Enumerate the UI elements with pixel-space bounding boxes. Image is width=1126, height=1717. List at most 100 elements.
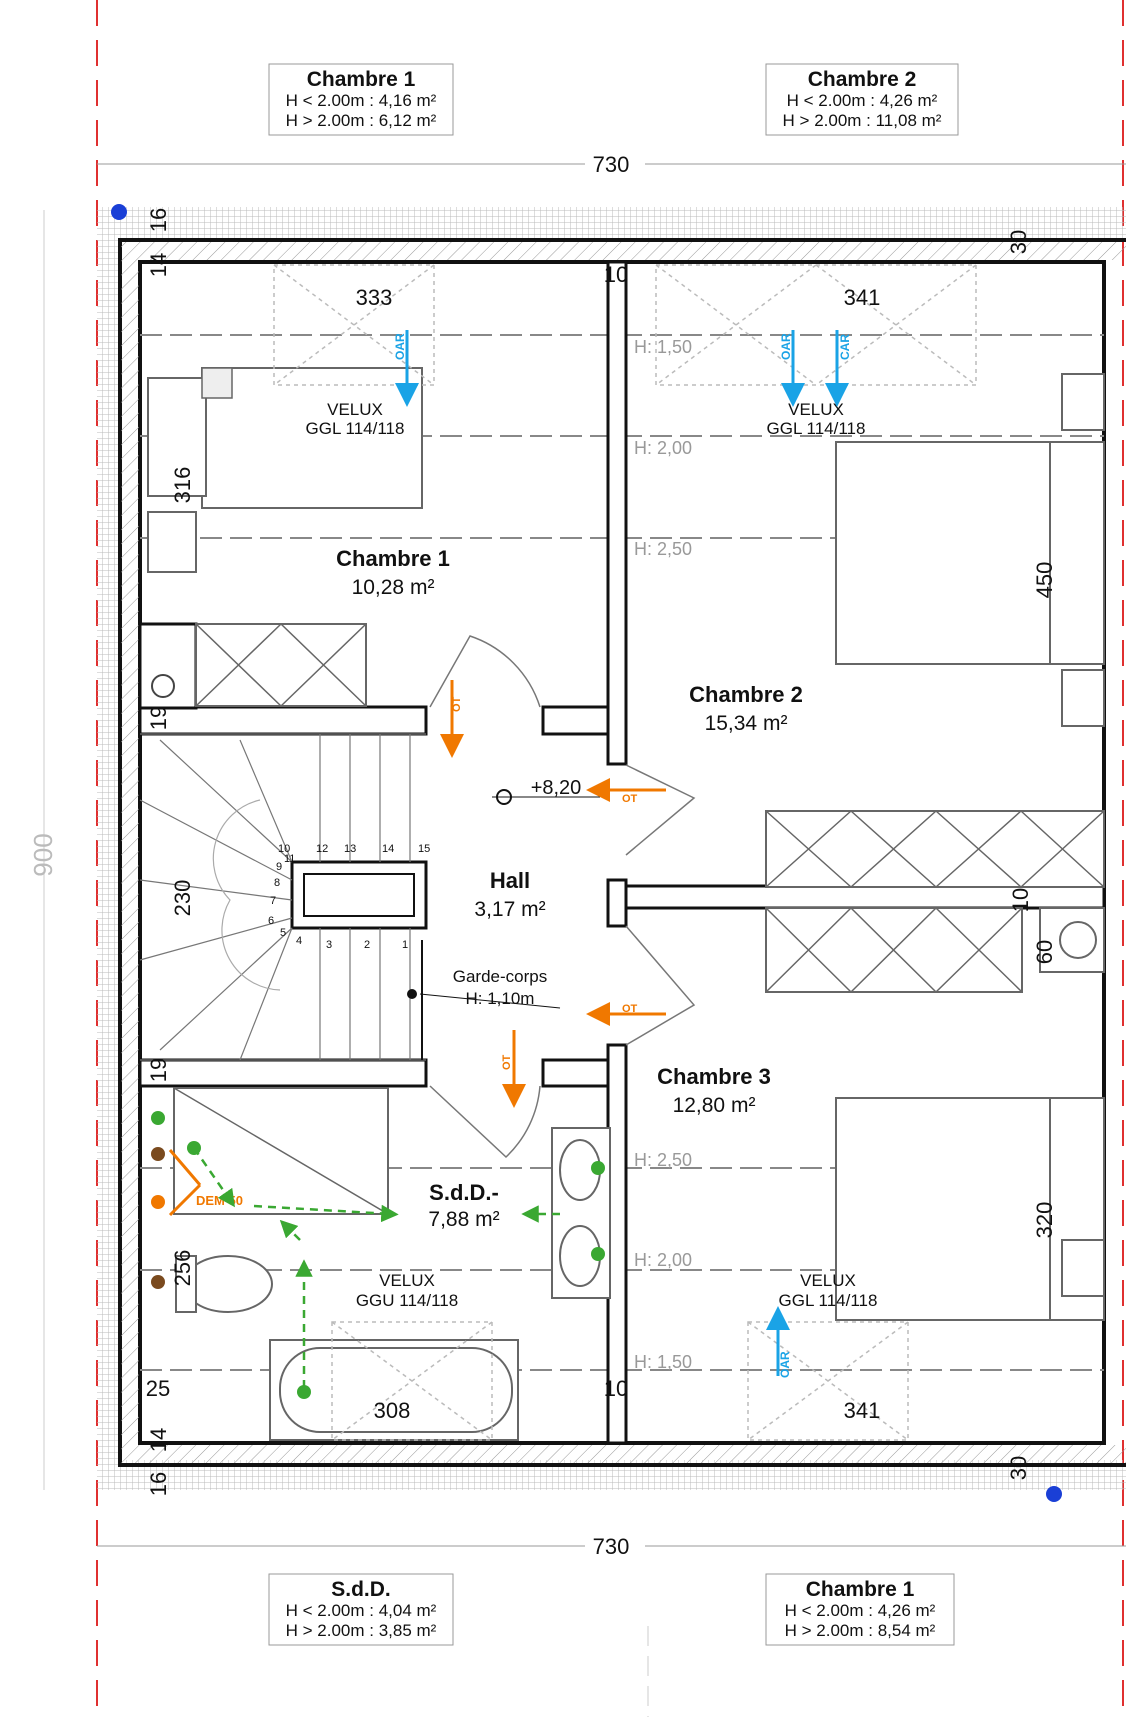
dim-wall-25: 25 (146, 1376, 170, 1401)
bed-chambre-2 (835, 373, 1105, 727)
plumbing-green (192, 1147, 560, 1388)
ot-label-1: OT (451, 696, 463, 712)
velux-2-name: VELUX (788, 400, 844, 419)
dim-top-16: 16 (146, 208, 171, 232)
svg-text:S.d.D.: S.d.D. (331, 1578, 391, 1601)
svg-text:10: 10 (278, 843, 290, 855)
height-label-150-top: H: 1,50 (634, 337, 692, 357)
height-label-200-top: H: 2,00 (634, 438, 692, 458)
svg-text:6: 6 (268, 915, 274, 927)
svg-text:4: 4 (296, 935, 302, 947)
svg-text:H < 2.00m : 4,26 m²: H < 2.00m : 4,26 m² (787, 91, 938, 110)
dim-wall-bot-10: 10 (604, 1376, 628, 1401)
room-name-sdd: S.d.D.- (429, 1180, 499, 1205)
room-area-sdd: 7,88 m² (428, 1208, 499, 1231)
dem-label: DEM 50 (196, 1193, 243, 1208)
dim-c2-width: 341 (844, 285, 881, 310)
survey-marker-top (111, 204, 127, 220)
garde-corps-label: Garde-corps (453, 967, 547, 986)
dim-stair-depth: 230 (170, 880, 195, 917)
svg-text:H < 2.00m : 4,26 m²: H < 2.00m : 4,26 m² (785, 1601, 936, 1620)
ot-label-2: OT (622, 793, 638, 805)
dim-closet-60: 60 (1032, 940, 1057, 964)
velux-3-name: VELUX (379, 1271, 435, 1290)
dim-bottom-14: 14 (146, 1428, 171, 1452)
bed-chambre-3 (835, 1097, 1105, 1321)
room-area-chambre-3: 12,80 m² (673, 1094, 756, 1117)
bed-chambre-1 (147, 367, 423, 509)
dim-sdd-width: 308 (374, 1398, 411, 1423)
svg-text:9: 9 (276, 861, 282, 873)
svg-text:11: 11 (284, 853, 295, 865)
staircase (139, 733, 428, 1061)
height-label-250-top: H: 2,50 (634, 539, 692, 559)
orange-ot-arrows (168, 680, 666, 1217)
svg-text:14: 14 (382, 843, 394, 855)
velux-outlines (273, 264, 977, 1441)
svg-text:15: 15 (418, 843, 430, 855)
dim-top-30: 30 (1006, 230, 1031, 254)
ot-label-4: OT (501, 1054, 513, 1070)
desk-chambre-1 (147, 511, 197, 573)
dim-c3-width: 341 (844, 1398, 881, 1423)
inner-wall-hatch-left (121, 242, 139, 1463)
svg-text:5: 5 (280, 927, 286, 939)
boiler-icon (1059, 921, 1097, 959)
svg-text:H > 2.00m : 11,08 m²: H > 2.00m : 11,08 m² (783, 111, 942, 130)
wardrobe-chambre-3 (765, 907, 1023, 993)
svg-text:Chambre 1: Chambre 1 (806, 1578, 915, 1601)
svg-text:2: 2 (364, 939, 370, 951)
svg-text:H < 2.00m : 4,16 m²: H < 2.00m : 4,16 m² (286, 91, 437, 110)
wardrobe-chambre-2 (765, 810, 1105, 888)
bottom-area-box-2: Chambre 1 H < 2.00m : 4,26 m² H > 2.00m … (765, 1573, 955, 1646)
svg-text:8: 8 (274, 877, 280, 889)
doors (429, 635, 696, 1159)
room-name-hall: Hall (490, 868, 530, 893)
room-area-chambre-2: 15,34 m² (705, 712, 788, 735)
blue-air-arrows (395, 330, 849, 1376)
level-height: +8,20 (531, 777, 582, 799)
dim-wall-mid-10: 10 (1008, 888, 1033, 912)
outer-wall (118, 238, 1126, 1467)
oar-label-2: OAR (779, 333, 793, 360)
column-icon (151, 674, 175, 698)
room-area-chambre-1: 10,28 m² (352, 576, 435, 599)
survey-marker-bottom (1046, 1486, 1062, 1502)
svg-text:13: 13 (344, 843, 356, 855)
dim-bottom-30: 30 (1006, 1456, 1031, 1480)
wardrobe-chambre-1 (195, 623, 367, 707)
dim-bottom-16: 16 (146, 1472, 171, 1496)
outer-band-top (97, 207, 1126, 240)
height-label-200-bottom: H: 2,00 (634, 1250, 692, 1270)
dim-c1-width: 333 (356, 285, 393, 310)
svg-text:3: 3 (326, 939, 332, 951)
top-area-box-2: Chambre 2 H < 2.00m : 4,26 m² H > 2.00m … (765, 63, 959, 136)
svg-text:Chambre 2: Chambre 2 (808, 68, 917, 91)
outer-band-left (97, 207, 120, 1490)
velux-4-name: VELUX (800, 1271, 856, 1290)
inner-wall-hatch-bottom (139, 1445, 1126, 1463)
top-area-box-1: Chambre 1 H < 2.00m : 4,16 m² H > 2.00m … (268, 63, 454, 136)
stair-step-numbers: 1 2 3 4 5 6 7 8 9 10 11 12 13 14 15 (268, 843, 430, 951)
velux-1-model: GGL 114/118 (306, 419, 405, 438)
svg-text:H > 2.00m : 8,54 m²: H > 2.00m : 8,54 m² (785, 1621, 936, 1640)
height-label-250-bottom: H: 2,50 (634, 1150, 692, 1170)
svg-text:1: 1 (402, 939, 408, 951)
svg-text:7: 7 (270, 895, 276, 907)
room-name-chambre-2: Chambre 2 (689, 682, 803, 707)
svg-text:12: 12 (316, 843, 328, 855)
bathroom-fixtures (173, 1087, 611, 1441)
total-height-dimension: 900 (28, 833, 58, 876)
svg-text:H > 2.00m : 6,12 m²: H > 2.00m : 6,12 m² (286, 111, 437, 130)
ot-label-3: OT (622, 1003, 638, 1015)
car-label: CAR (838, 334, 852, 360)
dim-sdd-depth: 256 (170, 1250, 195, 1287)
svg-text:H < 2.00m : 4,04 m²: H < 2.00m : 4,04 m² (286, 1601, 437, 1620)
velux-1-name: VELUX (327, 400, 383, 419)
garde-corps-height: H: 1,10m (466, 989, 535, 1008)
svg-text:Chambre 1: Chambre 1 (307, 68, 416, 91)
dim-wall-top-10: 10 (604, 262, 628, 287)
height-label-150-bottom: H: 1,50 (634, 1352, 692, 1372)
interior-walls (138, 260, 1106, 1445)
dim-c1-depth: 316 (170, 467, 195, 504)
